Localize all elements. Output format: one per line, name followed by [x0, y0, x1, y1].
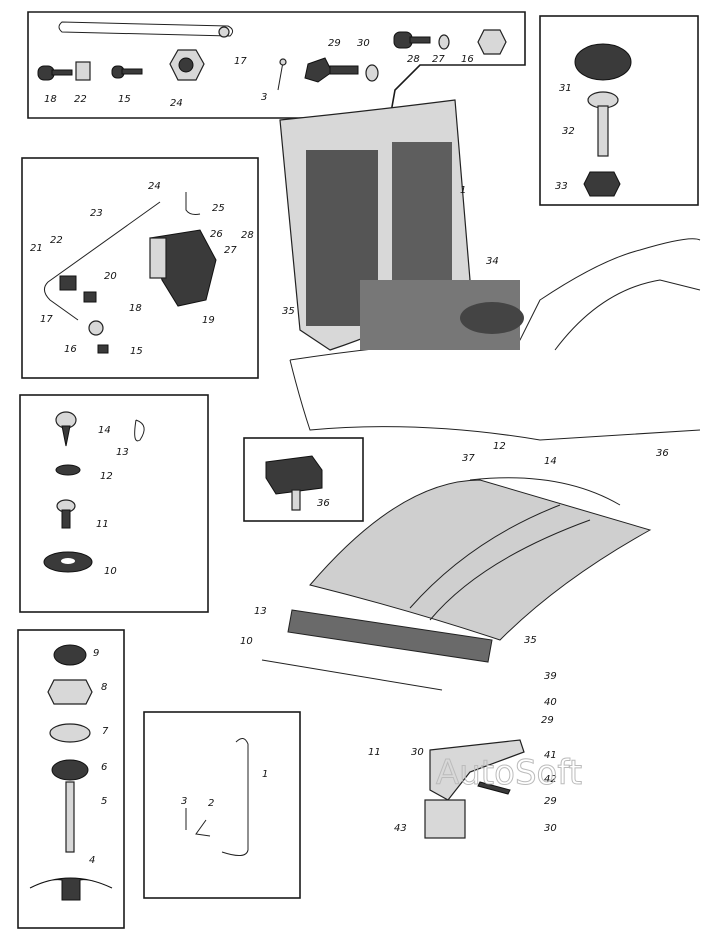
label: 27 [224, 245, 237, 256]
buffer-box: 36 [243, 437, 364, 522]
label: 36 [656, 448, 669, 459]
label: 24 [170, 98, 183, 109]
label: 5 [101, 796, 107, 807]
label: 33 [555, 181, 568, 192]
label: 14 [544, 456, 557, 467]
bolt-29 [304, 57, 333, 83]
label: 40 [544, 697, 557, 708]
label: 1 [460, 185, 466, 196]
label: 29 [541, 715, 554, 726]
label: 16 [461, 54, 474, 65]
label: 16 [64, 344, 77, 355]
label: 30 [544, 823, 557, 834]
label: 15 [118, 94, 131, 105]
label: 12 [493, 441, 506, 452]
label: 25 [212, 203, 225, 214]
label: 29 [544, 796, 557, 807]
label: 36 [317, 498, 330, 509]
car-front-assembly: 1 35 34 36 12 37 14 35 39 40 13 10 11 29… [240, 99, 701, 839]
label: 13 [116, 447, 129, 458]
nut-16 [477, 29, 507, 55]
label: 43 [394, 823, 407, 834]
fastener-box: 14 13 12 11 10 [19, 394, 209, 613]
label: 7 [102, 726, 109, 737]
top-parts-box: 17 18 22 15 24 3 29 30 28 27 16 [27, 11, 526, 119]
bumper-parts-box: 31 32 33 [539, 15, 699, 206]
label: 30 [357, 38, 370, 49]
label: 35 [282, 306, 295, 317]
label: 11 [368, 747, 381, 758]
label: 11 [96, 519, 109, 530]
label: 6 [101, 762, 107, 773]
label: 10 [240, 636, 253, 647]
watermark: AutoSoft [436, 753, 582, 793]
label: 10 [104, 566, 117, 577]
label: 17 [40, 314, 53, 325]
hood-handle-box: 9 8 7 6 5 4 [17, 629, 125, 929]
label: 13 [254, 606, 267, 617]
label: 29 [328, 38, 341, 49]
label: 3 [261, 92, 267, 103]
label: 30 [411, 747, 424, 758]
label: 39 [544, 671, 557, 682]
label: 35 [524, 635, 537, 646]
plate-22 [75, 61, 91, 81]
label: 19 [202, 315, 215, 326]
label: 31 [559, 83, 572, 94]
label: 1 [262, 769, 268, 780]
hood-lock-box: 24 25 23 22 21 20 26 27 28 18 19 17 16 1… [21, 157, 259, 379]
label: 22 [50, 235, 63, 246]
label: 18 [129, 303, 142, 314]
washer-30 [365, 64, 379, 82]
hood-prop-rod-box: 1 3 2 [143, 711, 301, 899]
label: 34 [486, 256, 499, 267]
label: 41 [544, 750, 557, 761]
label: 2 [208, 798, 214, 809]
label: 22 [74, 94, 87, 105]
label: 23 [90, 208, 103, 219]
label: 27 [432, 54, 445, 65]
label: 9 [93, 648, 99, 659]
label: 26 [210, 229, 223, 240]
label: 8 [101, 682, 107, 693]
label: 15 [130, 346, 143, 357]
label: 28 [407, 54, 420, 65]
label: 32 [562, 126, 575, 137]
cotter-pin-3 [277, 61, 284, 91]
label: 21 [30, 243, 43, 254]
label: 42 [544, 774, 557, 785]
label: 20 [104, 271, 117, 282]
label: 14 [98, 425, 111, 436]
lock-rod-part [58, 21, 234, 37]
label: 12 [100, 471, 113, 482]
label: 24 [148, 181, 161, 192]
label: 18 [44, 94, 57, 105]
label: 28 [241, 230, 254, 241]
label: 3 [181, 796, 187, 807]
label: 37 [462, 453, 475, 464]
label: 4 [89, 855, 95, 866]
label: 17 [234, 56, 247, 67]
